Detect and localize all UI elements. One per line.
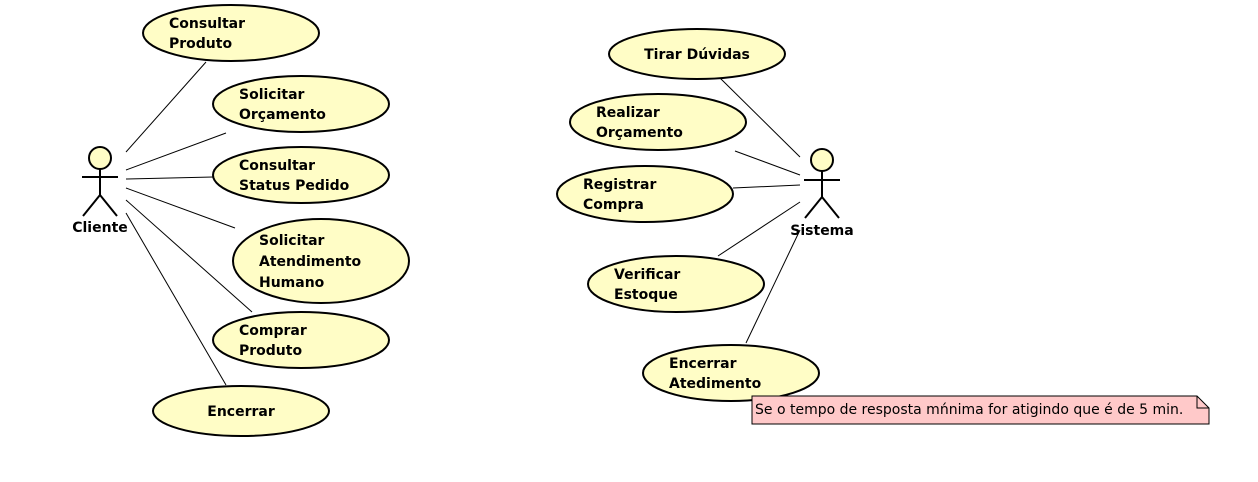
actor-sistema[interactable]: Sistema — [790, 148, 854, 239]
association-consultar-status-pedido — [125, 176, 214, 180]
use-case-consultar-status-pedido-line-2: Status Pedido — [239, 178, 350, 194]
use-case-encerrar[interactable]: Encerrar — [152, 385, 330, 437]
use-case-solicitar-orcamento-line-1: Solicitar — [239, 87, 305, 103]
use-case-solicitar-orcamento[interactable]: Solicitar Orçamento — [212, 75, 390, 133]
use-case-tirar-duvidas-shape — [608, 28, 786, 80]
use-case-comprar-produto-line-1: Comprar — [239, 323, 307, 339]
use-case-registrar-compra-shape — [556, 165, 734, 223]
use-case-registrar-compra[interactable]: Registrar Compra — [556, 165, 734, 223]
actor-cliente[interactable]: Cliente — [72, 146, 128, 236]
use-case-realizar-orcamento[interactable]: Realizar Orçamento — [569, 93, 747, 151]
use-case-encerrar-atedimento-line-2: Atedimento — [669, 376, 762, 392]
use-case-encerrar-atedimento-shape — [642, 344, 820, 402]
association-encerrar-atedimento — [745, 229, 801, 344]
use-case-tirar-duvidas[interactable]: Tirar Dúvidas — [608, 28, 786, 80]
use-case-realizar-orcamento-shape — [569, 93, 747, 151]
use-case-consultar-produto-line-2: Produto — [169, 36, 232, 52]
association-solicitar-atendimento-humano — [125, 187, 236, 229]
use-case-consultar-produto[interactable]: Consultar Produto — [142, 4, 320, 62]
association-comprar-produto — [125, 199, 253, 313]
use-case-verificar-estoque[interactable]: Verificar Estoque — [587, 255, 765, 313]
association-tirar-duvidas — [719, 77, 801, 158]
use-case-encerrar-line-1: Encerrar — [207, 404, 275, 420]
actor-cliente-leg-right — [99, 194, 118, 217]
actor-cliente-head — [88, 146, 112, 170]
use-case-consultar-produto-line-1: Consultar — [169, 16, 245, 32]
use-case-consultar-status-pedido[interactable]: Consultar Status Pedido — [212, 146, 390, 204]
use-case-consultar-status-pedido-line-1: Consultar — [239, 158, 315, 174]
association-realizar-orcamento — [734, 150, 801, 176]
use-case-solicitar-atendimento-humano-line-3: Humano — [259, 275, 325, 291]
note-fold — [1196, 396, 1209, 409]
use-case-verificar-estoque-line-2: Estoque — [614, 287, 678, 303]
use-case-consultar-status-pedido-shape — [212, 146, 390, 204]
use-case-realizar-orcamento-line-2: Orçamento — [596, 125, 683, 141]
use-case-comprar-produto[interactable]: Comprar Produto — [212, 311, 390, 369]
use-case-solicitar-atendimento-humano[interactable]: Solicitar Atendimento Humano — [232, 218, 410, 304]
use-case-solicitar-orcamento-shape — [212, 75, 390, 133]
use-case-registrar-compra-line-1: Registrar — [583, 177, 656, 193]
association-verificar-estoque — [717, 201, 801, 257]
association-encerrar — [125, 212, 227, 386]
association-consultar-produto — [125, 61, 207, 153]
actor-cliente-label: Cliente — [72, 220, 128, 236]
cliente-associations — [125, 61, 253, 386]
use-case-encerrar-shape — [152, 385, 330, 437]
use-case-comprar-produto-shape — [212, 311, 390, 369]
use-case-realizar-orcamento-line-1: Realizar — [596, 105, 660, 121]
use-case-registrar-compra-line-2: Compra — [583, 197, 644, 213]
actor-sistema-label: Sistema — [790, 223, 853, 239]
use-case-consultar-produto-shape — [142, 4, 320, 62]
association-registrar-compra — [732, 184, 801, 189]
actor-sistema-leg-left — [804, 196, 823, 219]
use-case-solicitar-atendimento-humano-line-1: Solicitar — [259, 233, 325, 249]
note-shape — [751, 395, 1210, 425]
association-solicitar-orcamento — [125, 132, 227, 171]
use-case-solicitar-atendimento-humano-line-2: Atendimento — [259, 254, 362, 270]
use-case-solicitar-atendimento-humano-shape — [232, 218, 410, 304]
note[interactable]: Se o tempo de resposta mńnima for atigin… — [751, 395, 1210, 425]
actor-sistema-leg-right — [821, 196, 840, 219]
use-case-solicitar-orcamento-line-2: Orçamento — [239, 107, 326, 123]
note-text: Se o tempo de resposta mńnima for atigin… — [755, 402, 1183, 418]
use-case-verificar-estoque-shape — [587, 255, 765, 313]
actor-cliente-leg-left — [82, 194, 101, 217]
use-case-encerrar-atedimento-line-1: Encerrar — [669, 356, 737, 372]
use-case-encerrar-atedimento[interactable]: Encerrar Atedimento — [642, 344, 820, 402]
use-case-verificar-estoque-line-1: Verificar — [614, 267, 680, 283]
sistema-associations — [717, 77, 801, 344]
actor-sistema-head — [810, 148, 834, 172]
use-case-comprar-produto-line-2: Produto — [239, 343, 302, 359]
use-case-tirar-duvidas-line-1: Tirar Dúvidas — [644, 47, 750, 63]
